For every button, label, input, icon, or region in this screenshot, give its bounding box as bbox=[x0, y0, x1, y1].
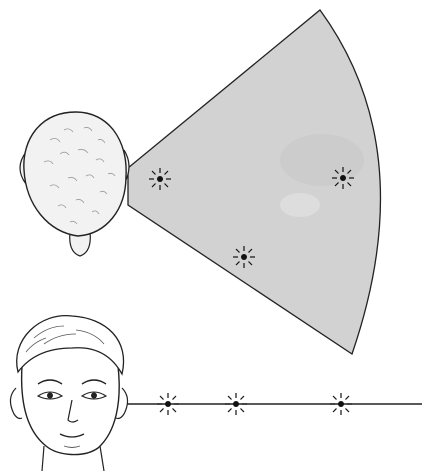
marker-star bbox=[157, 393, 179, 415]
bottom-panel bbox=[10, 316, 422, 471]
head-outline bbox=[24, 112, 126, 236]
marker-star bbox=[330, 393, 352, 415]
marker-star bbox=[332, 167, 354, 189]
marker-star bbox=[225, 393, 247, 415]
face-front-view bbox=[10, 316, 127, 471]
ear-left bbox=[10, 388, 22, 419]
top-panel bbox=[20, 10, 380, 354]
marker-star bbox=[149, 168, 171, 190]
head-top-view bbox=[20, 112, 129, 256]
cone-texture bbox=[280, 193, 320, 217]
marker-star bbox=[233, 246, 255, 268]
